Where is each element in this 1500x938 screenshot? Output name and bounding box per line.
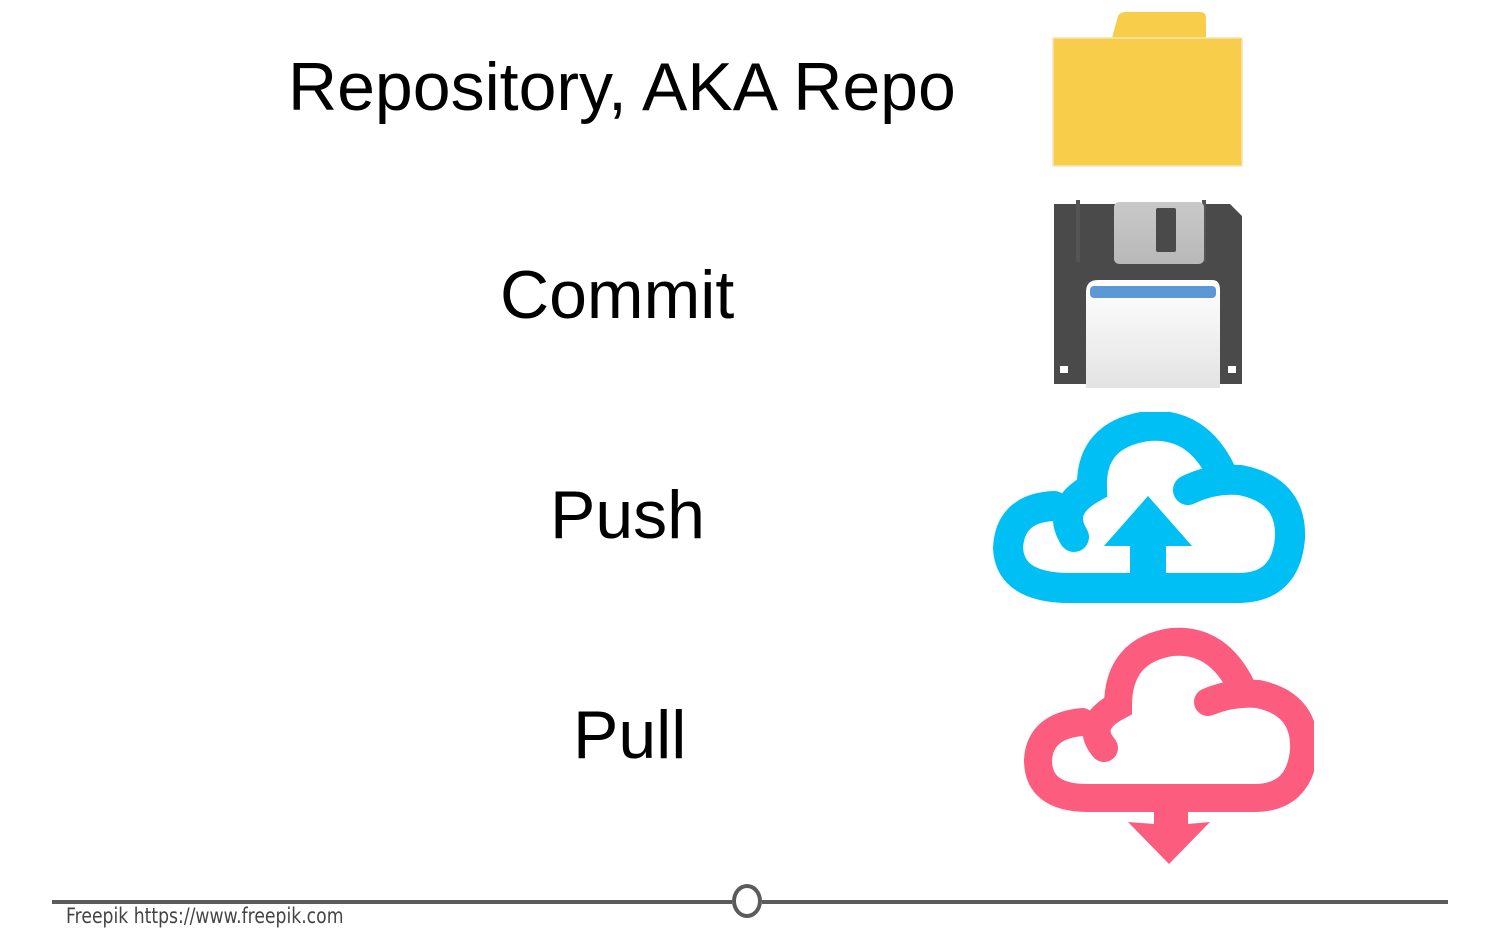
footer-divider-right [762, 900, 1448, 904]
commit-label: Commit [500, 257, 735, 333]
repository-label: Repository, AKA Repo [288, 49, 956, 125]
floppy-disk-icon [1054, 200, 1242, 388]
cloud-download-icon [1023, 627, 1314, 864]
footer-divider-left [52, 900, 732, 904]
footer-circle-ornament [732, 884, 762, 918]
image-credit: Freepik https://www.freepik.com [66, 904, 344, 928]
pull-label: Pull [573, 697, 687, 773]
cloud-upload-icon [992, 412, 1306, 603]
push-label: Push [550, 477, 705, 553]
folder-icon [1052, 12, 1243, 167]
